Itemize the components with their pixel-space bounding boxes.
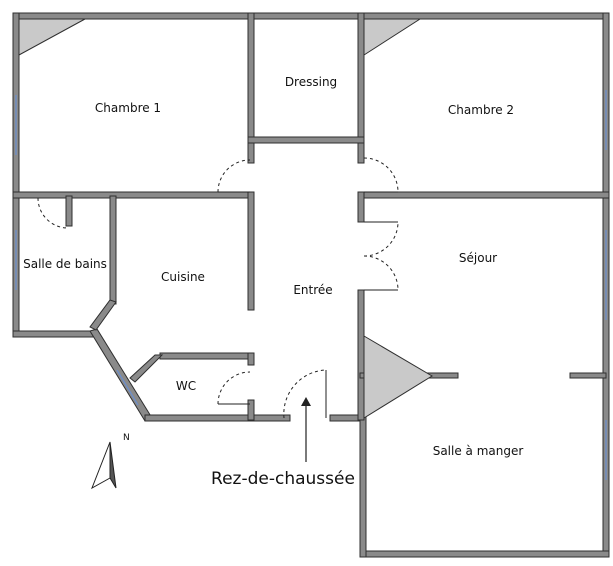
room-label-chambre-2: Chambre 2 bbox=[448, 103, 514, 117]
north-arrow-icon: N bbox=[91, 433, 130, 490]
floor-title: Rez-de-chaussée bbox=[211, 469, 355, 489]
windows bbox=[15, 90, 607, 480]
room-label-wc: WC bbox=[176, 379, 196, 393]
corner-blocks bbox=[18, 18, 433, 419]
entrance-arrow bbox=[301, 397, 311, 462]
room-label-entree: Entrée bbox=[293, 283, 332, 297]
room-label-dressing: Dressing bbox=[285, 75, 337, 89]
room-label-salle-a-manger: Salle à manger bbox=[433, 444, 524, 458]
fireplace bbox=[363, 335, 433, 419]
room-label-chambre-1: Chambre 1 bbox=[95, 101, 161, 115]
north-label: N bbox=[123, 433, 130, 443]
room-label-salle-de-bains: Salle de bains bbox=[23, 257, 107, 271]
room-label-sejour: Séjour bbox=[459, 251, 497, 265]
chambre2-corner-block bbox=[363, 18, 422, 56]
doors bbox=[37, 157, 399, 419]
chambre1-corner-block bbox=[18, 18, 86, 56]
room-label-cuisine: Cuisine bbox=[161, 270, 205, 284]
room-labels: Chambre 1 Dressing Chambre 2 Salle de ba… bbox=[23, 75, 523, 458]
